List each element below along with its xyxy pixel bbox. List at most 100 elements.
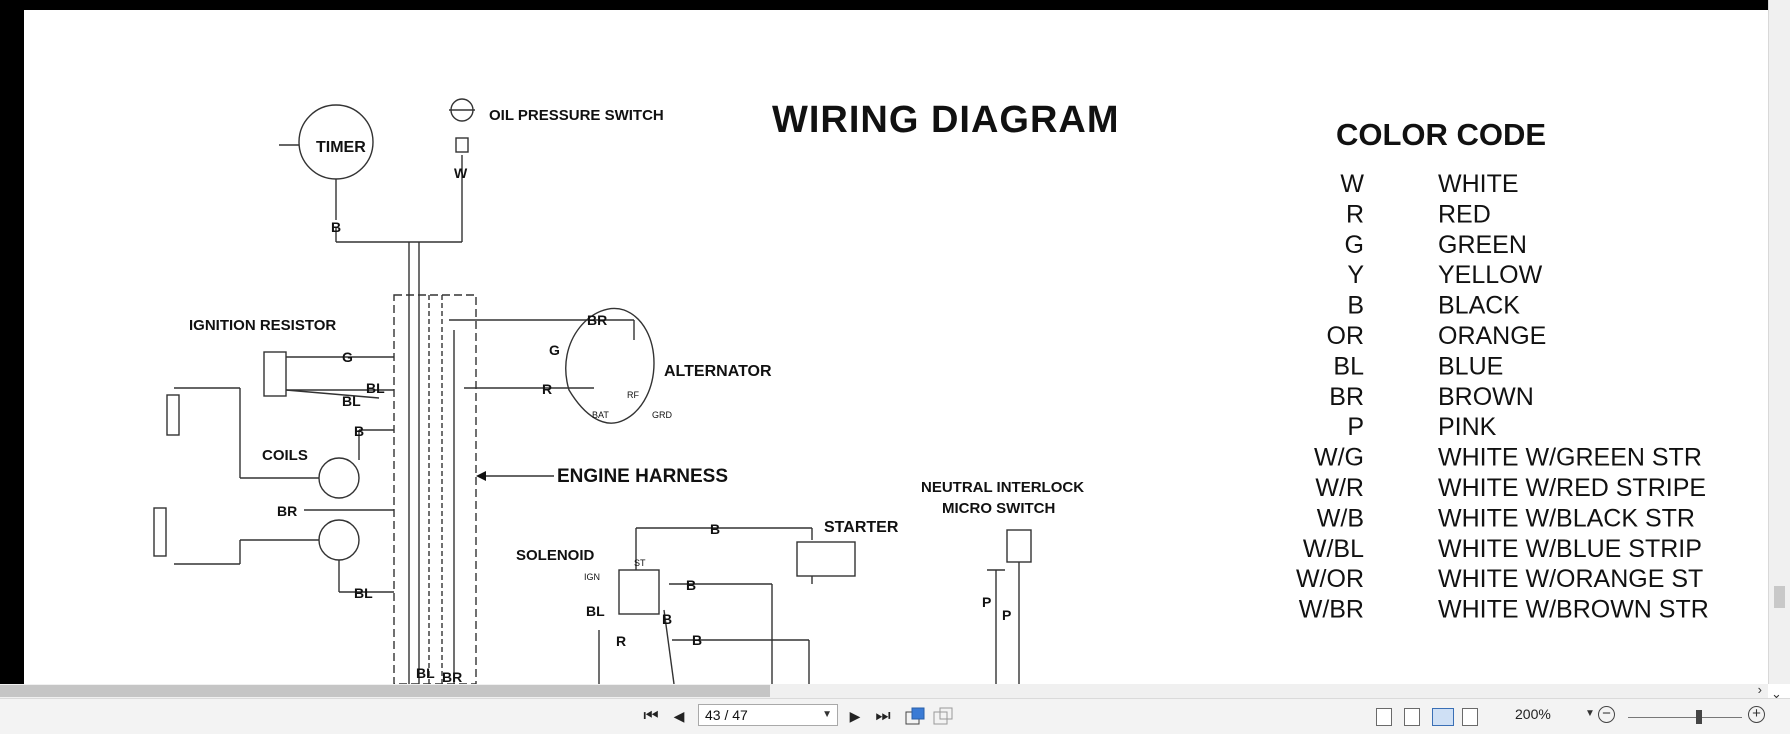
wire-label: BL (366, 380, 385, 396)
wire-label: G (549, 342, 560, 358)
wiring-diagram: WIRING DIAGRAM TIMER OIL PRESSURE SWITCH… (153, 98, 1709, 684)
color-code-abbr: OR (1327, 322, 1365, 350)
color-code-name: WHITE (1438, 170, 1519, 198)
wiring-lines (153, 98, 1032, 684)
wire-label: W (454, 165, 468, 181)
color-code-abbr: W/OR (1296, 565, 1364, 593)
oil-switch-connector (455, 137, 469, 153)
color-code-name: BROWN (1438, 383, 1534, 411)
vertical-scroll-thumb[interactable] (1774, 586, 1785, 608)
oil-pressure-switch-label: OIL PRESSURE SWITCH (489, 107, 664, 124)
color-code-name: WHITE W/BLUE STRIP (1438, 535, 1702, 563)
horizontal-scroll-thumb[interactable] (0, 685, 770, 697)
zoom-out-icon[interactable]: − (1598, 706, 1615, 723)
solenoid-label: SOLENOID (516, 547, 595, 564)
engine-harness-bundle (393, 294, 477, 684)
terminal-label: ST (634, 558, 646, 568)
wire-label: B (354, 423, 364, 439)
coils-label: COILS (262, 447, 308, 464)
diagram-title: WIRING DIAGRAM (772, 99, 1120, 141)
color-code-abbr: W/BL (1303, 535, 1364, 563)
color-code-abbr: W/B (1317, 504, 1364, 532)
wire-label: BR (442, 669, 462, 684)
color-code-name: YELLOW (1438, 261, 1543, 289)
wire-label: B (331, 219, 341, 235)
color-code-abbr: Y (1347, 261, 1364, 289)
wire-label: BR (277, 503, 297, 519)
wire-label: G (342, 349, 353, 365)
micro-switch-label: MICRO SWITCH (942, 500, 1055, 517)
wire-label: BL (342, 393, 361, 409)
wire-label: R (542, 381, 552, 397)
single-page-view-icon[interactable] (1376, 708, 1392, 726)
color-code-abbr: W/BR (1299, 596, 1364, 624)
next-view-icon[interactable] (932, 705, 954, 727)
zoom-slider-thumb[interactable] (1696, 710, 1702, 724)
two-page-continuous-view-icon[interactable] (1462, 708, 1478, 726)
color-code-title: COLOR CODE (1336, 117, 1546, 152)
page-indicator: 43 / 47 (705, 707, 748, 723)
first-page-icon[interactable]: ⏮ (643, 706, 659, 725)
wire-label: P (1002, 607, 1011, 623)
zoom-slider-track[interactable] (1628, 717, 1742, 718)
wire-label: BL (586, 603, 605, 619)
terminal-label: BAT (592, 410, 609, 420)
scroll-right-icon[interactable]: › (1757, 682, 1762, 697)
color-code-name: WHITE W/BLACK STR (1438, 504, 1695, 532)
color-code-name: WHITE W/BROWN STR (1438, 596, 1709, 624)
scroll-down-icon[interactable]: ⌄ (1771, 686, 1782, 701)
color-code-abbr: BR (1329, 383, 1364, 411)
color-code-abbr: B (1347, 292, 1364, 320)
last-page-icon[interactable]: ⏭ (875, 706, 891, 725)
horizontal-scrollbar[interactable]: › (0, 682, 1768, 698)
color-code-abbr: W (1340, 170, 1364, 198)
wire-label: P (982, 594, 991, 610)
page-number-input[interactable]: 43 / 47 ▼ (698, 704, 838, 726)
zoom-in-icon[interactable]: + (1748, 706, 1765, 723)
alternator-label: ALTERNATOR (664, 363, 772, 380)
next-page-icon[interactable]: ▶ (849, 707, 861, 724)
prev-page-icon[interactable]: ◀ (673, 707, 685, 724)
color-code-name: ORANGE (1438, 322, 1546, 350)
document-viewport[interactable]: WIRING DIAGRAM TIMER OIL PRESSURE SWITCH… (0, 0, 1768, 684)
neutral-interlock-label: NEUTRAL INTERLOCK (921, 479, 1084, 496)
terminal-label: RF (627, 390, 639, 400)
color-code-abbr: W/G (1314, 444, 1364, 472)
color-code-abbr: R (1346, 200, 1364, 228)
wire-label: R (616, 633, 626, 649)
engine-harness-label: ENGINE HARNESS (557, 466, 728, 487)
wire-label: B (662, 611, 672, 627)
terminal-label: IGN (584, 572, 600, 582)
color-code-name: RED (1438, 200, 1491, 228)
color-code-abbr: G (1345, 231, 1364, 259)
terminal-label: GRD (652, 410, 673, 420)
color-code-name: BLACK (1438, 292, 1520, 320)
zoom-level[interactable]: 200% (1515, 706, 1551, 722)
bottom-toolbar: ⏮ ◀ 43 / 47 ▼ ▶ ⏭ 200% ▼ − + (0, 698, 1790, 734)
color-code-name: WHITE W/ORANGE ST (1438, 565, 1703, 593)
wire-label: B (686, 577, 696, 593)
page-dropdown-icon[interactable]: ▼ (822, 709, 832, 720)
color-code-name: WHITE W/RED STRIPE (1438, 474, 1706, 502)
color-code-name: BLUE (1438, 352, 1503, 380)
color-code-abbr: P (1347, 413, 1364, 441)
starter-label: STARTER (824, 519, 899, 536)
color-code-name: PINK (1438, 413, 1497, 441)
color-code-abbr: W/R (1315, 474, 1364, 502)
zoom-dropdown-icon[interactable]: ▼ (1585, 708, 1595, 719)
vertical-scrollbar[interactable] (1768, 0, 1790, 684)
color-code-name: WHITE W/GREEN STR (1438, 444, 1702, 472)
color-code-abbr: BL (1333, 352, 1364, 380)
wire-label: BR (587, 312, 607, 328)
wire-label: BL (416, 665, 435, 681)
two-page-view-icon[interactable] (1432, 708, 1454, 726)
color-code-name: GREEN (1438, 231, 1527, 259)
pdf-page: WIRING DIAGRAM TIMER OIL PRESSURE SWITCH… (24, 10, 1768, 684)
timer-label: TIMER (316, 139, 366, 156)
previous-view-icon[interactable] (904, 705, 926, 727)
continuous-view-icon[interactable] (1404, 708, 1420, 726)
wire-label: B (692, 632, 702, 648)
wire-label: BL (354, 585, 373, 601)
wire-label: B (710, 521, 720, 537)
ignition-resistor-label: IGNITION RESISTOR (189, 317, 336, 334)
